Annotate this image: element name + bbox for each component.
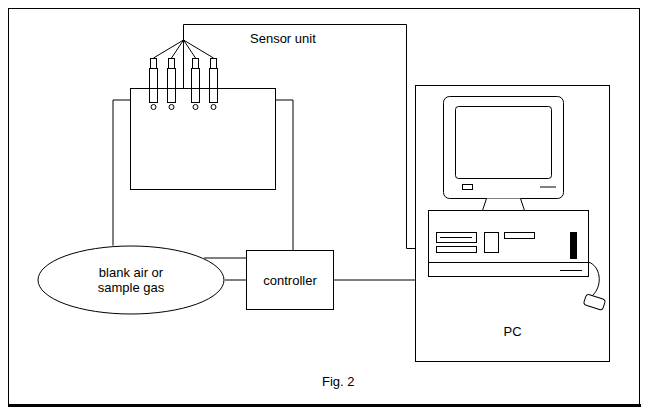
connector-line — [334, 280, 415, 281]
node-label: controller — [263, 273, 316, 288]
bottom-rule — [8, 404, 641, 407]
controller-box: controller — [246, 250, 334, 310]
node-label: Sensor unit — [250, 31, 316, 46]
sensor-chamber: Sensor unit — [130, 88, 276, 190]
pc-frame: PC — [415, 85, 610, 362]
figure-frame — [9, 9, 640, 405]
computer-icon — [428, 97, 606, 311]
connector-line — [225, 280, 246, 281]
gas-source-ellipse: blank air or sample gas — [37, 245, 225, 315]
node-label: blank air or sample gas — [86, 265, 176, 295]
connector-line — [184, 25, 416, 249]
connector-line — [204, 100, 293, 258]
connector-line — [113, 100, 130, 246]
node-label: PC — [416, 324, 609, 339]
figure-caption: Fig. 2 — [322, 374, 355, 389]
